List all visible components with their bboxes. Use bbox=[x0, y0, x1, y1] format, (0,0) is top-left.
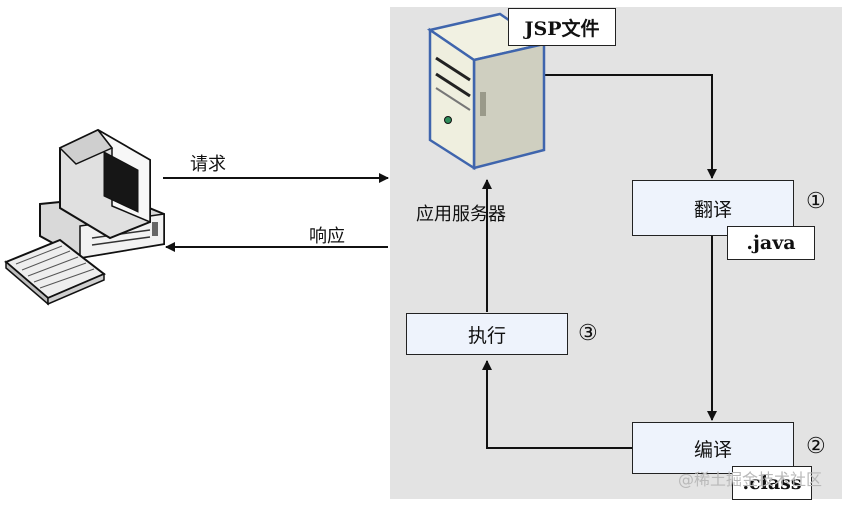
jsp-file-tag: JSP文件 bbox=[508, 8, 616, 46]
server-name-label: 应用服务器 bbox=[416, 204, 506, 225]
response-label: 响应 bbox=[309, 226, 345, 247]
execute-step-box: 执行 bbox=[406, 313, 568, 355]
translate-step-number: ① bbox=[806, 189, 826, 214]
request-label: 请求 bbox=[190, 154, 226, 175]
watermark: @稀土掘金技术社区 bbox=[678, 470, 823, 489]
compile-step-number: ② bbox=[806, 434, 826, 459]
class-output-tag: .class bbox=[732, 466, 812, 500]
java-output-tag: .java bbox=[727, 226, 815, 260]
compile-to-execute-arrow bbox=[482, 360, 632, 449]
execute-step-number: ③ bbox=[578, 321, 598, 346]
server-to-translate-arrow bbox=[540, 74, 717, 179]
compile-step-box: 编译 bbox=[632, 422, 794, 474]
